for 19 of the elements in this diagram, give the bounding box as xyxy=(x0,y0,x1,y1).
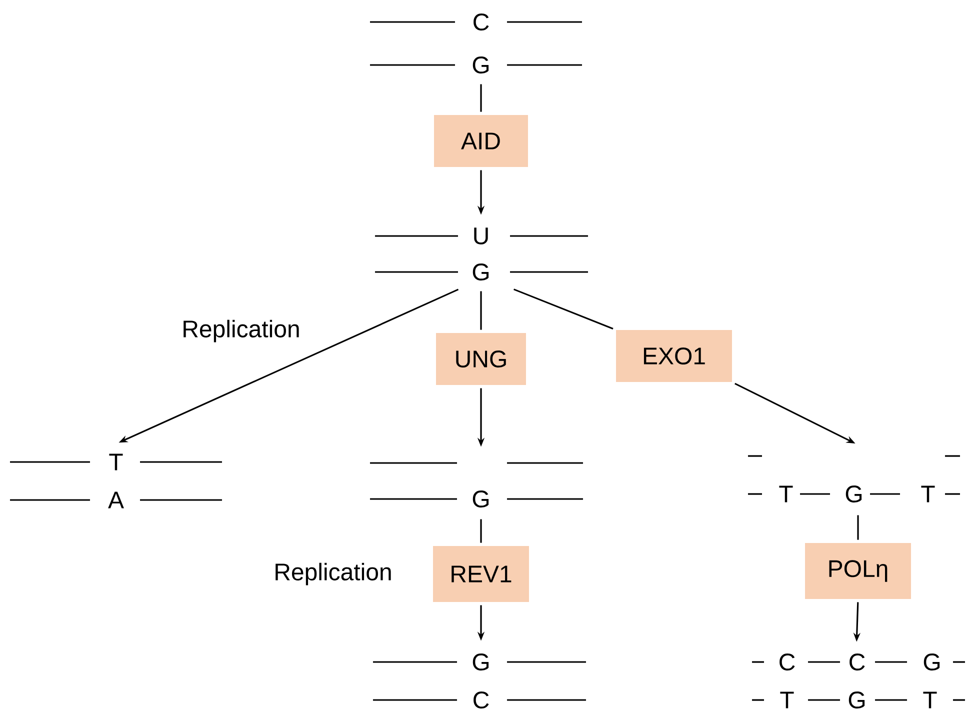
dna-duplex: G xyxy=(370,462,583,508)
enzyme-box: EXO1 xyxy=(616,330,732,382)
connector-line xyxy=(480,291,482,330)
connector-line xyxy=(857,515,859,540)
connector-line xyxy=(480,519,482,543)
connector-line xyxy=(514,288,614,330)
dna-duplex: G C xyxy=(373,654,586,708)
dna-duplex: T A xyxy=(10,454,222,508)
dna-duplex: U G xyxy=(375,228,588,280)
enzyme-box: AID xyxy=(434,115,528,167)
side-label: Replication xyxy=(276,562,391,586)
dna-duplex: T G T xyxy=(748,455,960,502)
enzyme-box: POLη xyxy=(805,543,911,599)
connector-line xyxy=(480,84,482,112)
dna-duplex: C G xyxy=(370,14,582,74)
enzyme-box: UNG xyxy=(436,333,526,385)
enzyme-box: REV1 xyxy=(433,546,529,602)
edge-label: Replication xyxy=(180,318,302,344)
dna-duplex: C C G T G T xyxy=(752,654,965,708)
